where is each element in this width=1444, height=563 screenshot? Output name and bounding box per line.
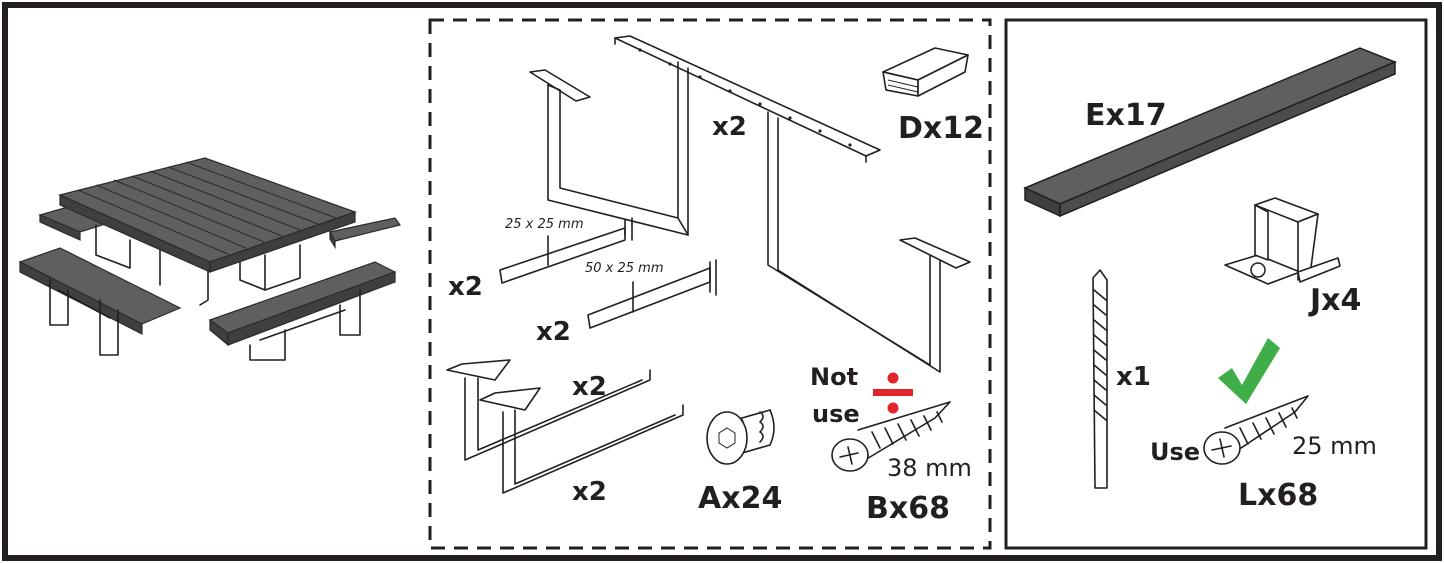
bolt-label: Ax24	[698, 481, 782, 516]
drill-bit-icon	[1092, 269, 1108, 489]
not-label: Not	[810, 363, 858, 391]
check-icon	[1218, 338, 1280, 404]
bracket-small-qty: x2	[448, 272, 483, 302]
use-label: use	[812, 400, 860, 428]
bracket-large-qty: x2	[536, 317, 571, 347]
screw-b-length: 38 mm	[887, 454, 972, 482]
clip-label: Jx4	[1308, 283, 1361, 318]
drill-qty-label: x1	[1116, 362, 1151, 392]
plank-icon	[1023, 47, 1397, 218]
wood-screw-icon	[831, 401, 951, 472]
bench-frame-icon	[446, 359, 684, 494]
bracket-icon	[499, 217, 717, 329]
screw-l-label: Lx68	[1238, 478, 1318, 513]
side-panel-border	[1004, 18, 1428, 550]
bracket-large-dim: 50 x 25 mm	[585, 261, 664, 276]
table-frame-icon	[529, 35, 971, 373]
end-cap-icon	[882, 47, 969, 97]
screw-b-label: Bx68	[866, 491, 950, 526]
cap-label: Dx12	[898, 111, 984, 146]
kit-panel-border	[428, 18, 992, 550]
bench-frame-qty-b: x2	[572, 477, 607, 507]
u-clip-icon	[1224, 197, 1341, 285]
not-use-icon	[873, 372, 913, 414]
use-label: Use	[1150, 438, 1200, 466]
picnic-table-illustration	[18, 157, 402, 361]
screw-l-length: 25 mm	[1292, 432, 1377, 460]
wood-screw-icon	[1203, 395, 1309, 465]
bench-frame-qty-a: x2	[572, 372, 607, 402]
hex-bolt-icon	[706, 409, 775, 465]
plank-label: Ex17	[1085, 98, 1167, 133]
bracket-small-dim: 25 x 25 mm	[505, 217, 584, 232]
frame-qty-label: x2	[712, 112, 747, 142]
